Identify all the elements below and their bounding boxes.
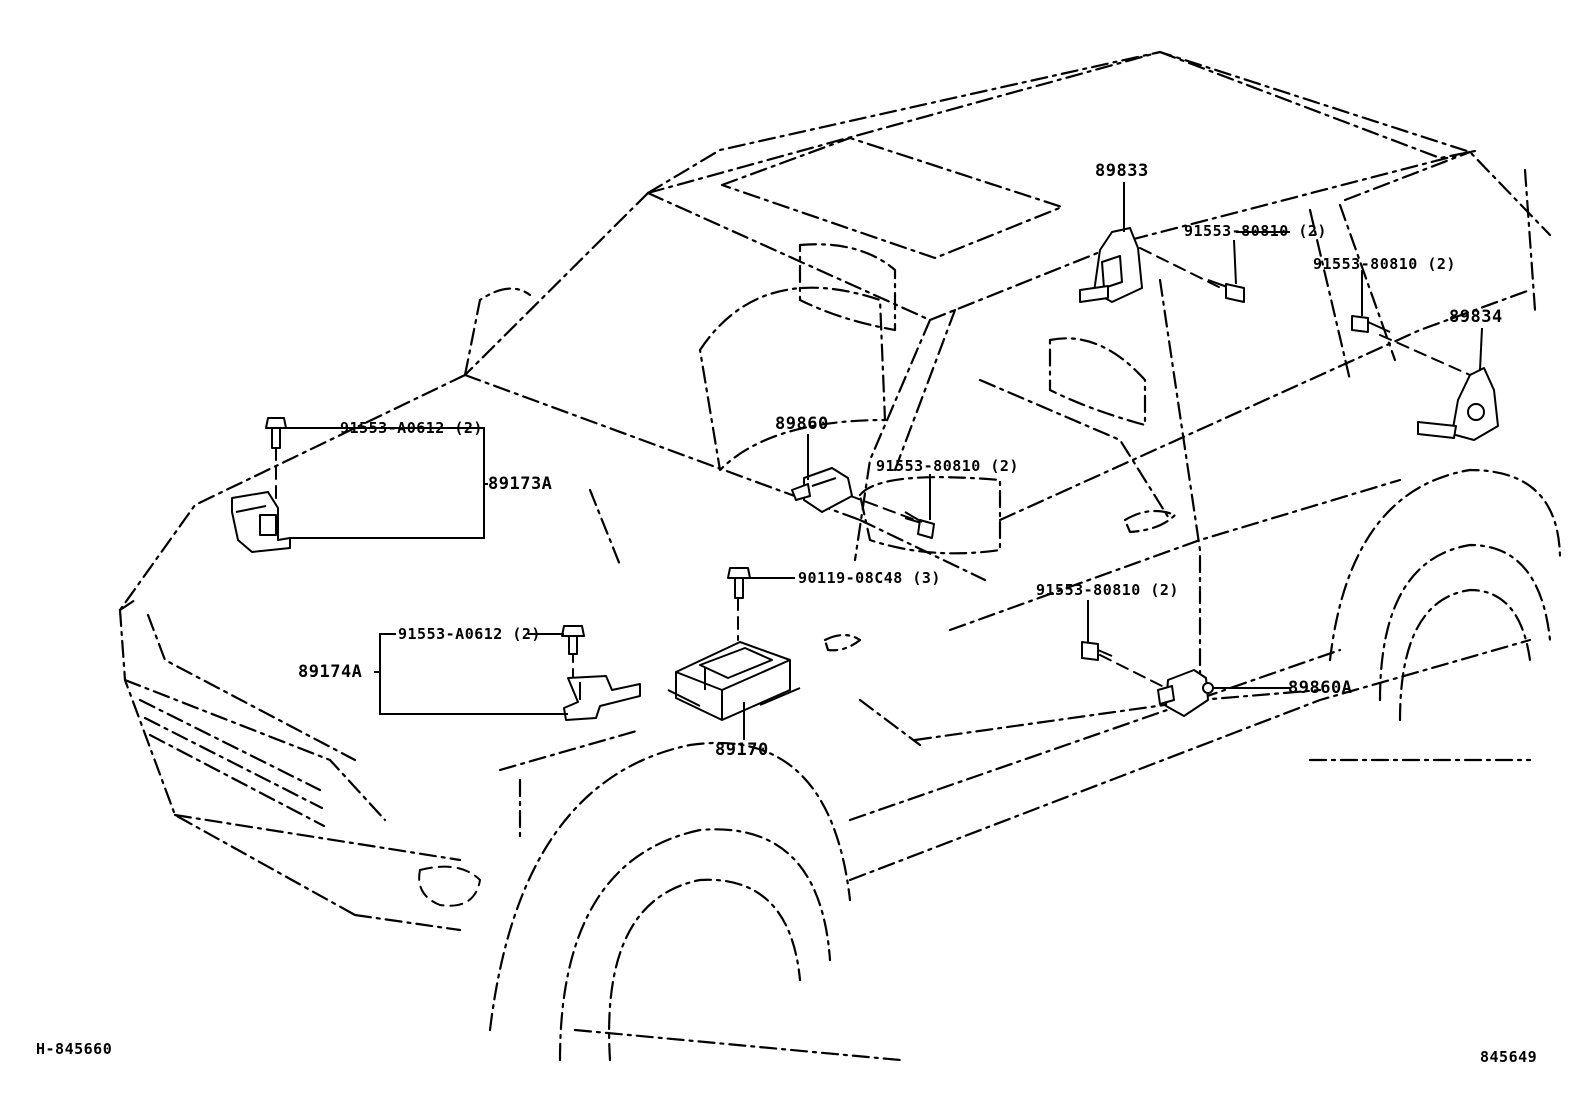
callout-89834: 89834 <box>1449 307 1503 327</box>
assembly-guide-lines <box>275 247 1471 691</box>
part-89860A-sensor <box>1157 669 1214 717</box>
part-89834-sensor <box>1417 367 1499 441</box>
callout-bolt-80810-right: 91553-80810 (2) <box>1313 255 1456 273</box>
drawing-reference-right: 845649 <box>1480 1048 1538 1066</box>
callout-bolt-80810-low: 91553-80810 (2) <box>1036 581 1179 599</box>
callout-bolt-90119: 90119-08C48 (3) <box>798 569 941 587</box>
callout-leaders <box>286 182 1483 740</box>
part-89173A-sensor <box>231 491 291 553</box>
drawing-reference-left: H-845660 <box>36 1040 113 1058</box>
callout-89170: 89170 <box>715 740 769 760</box>
callout-bolt-a0612-lower: 91553-A0612 (2) <box>398 625 541 643</box>
part-89860-sensor <box>791 467 853 513</box>
callout-bolt-80810-top: 91553-80810 (2) <box>1184 222 1327 240</box>
part-89833-sensor <box>1079 227 1143 303</box>
bolt-80810-mid <box>904 511 935 539</box>
part-89170-ecu <box>667 641 801 721</box>
callout-89860A: 89860A <box>1288 678 1353 698</box>
bolt-80810-low <box>1081 641 1113 661</box>
callout-89174A: 89174A <box>298 662 363 682</box>
vehicle-body-outline <box>118 50 1562 1062</box>
callout-89860: 89860 <box>775 414 829 434</box>
callout-bolt-a0612-upper: 91553-A0612 (2) <box>340 419 483 437</box>
bolt-80810-right <box>1351 315 1391 333</box>
callout-89173A: 89173A <box>488 474 553 494</box>
bolt-80810-top <box>1207 279 1245 303</box>
bolt-90119 <box>727 567 751 599</box>
callout-bolt-80810-mid: 91553-80810 (2) <box>876 457 1019 475</box>
bolt-a0612-lower <box>561 625 585 655</box>
part-89174A-sensor <box>563 675 641 721</box>
bolt-a0612-upper <box>265 417 287 449</box>
callout-89833: 89833 <box>1095 161 1149 181</box>
